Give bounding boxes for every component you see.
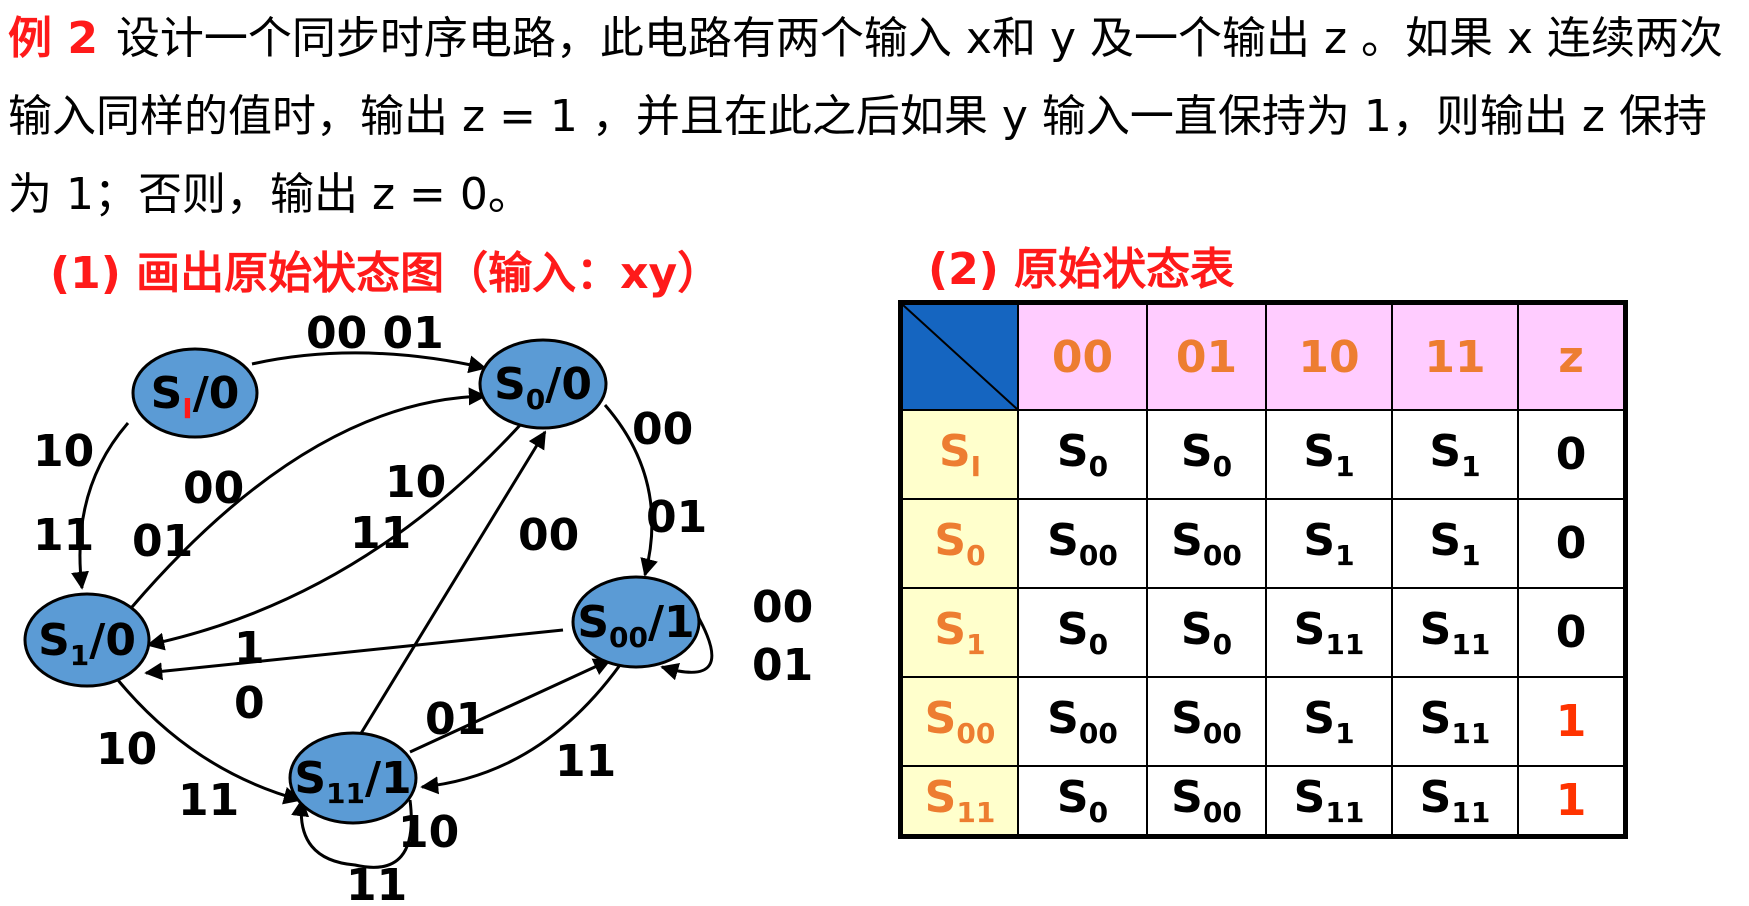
output-cell: 1 [1517,765,1627,837]
row-state: S1 [899,587,1019,678]
problem-text: 设计一个同步时序电路，此电路有两个输入 x和 y 及一个输出 z 。如果 x 连… [8,13,1724,220]
next-state-cell: S11 [1391,765,1519,837]
edge-label: 10 [398,807,459,858]
next-state-cell: S00 [1146,676,1267,767]
edge-label: 01 [425,694,486,745]
svg-text:SI/0: SI/0 [151,368,240,425]
edge-label: 00 [518,510,579,561]
edge-s11-self [291,798,413,869]
edge-label: 10 [385,457,446,508]
edge-s11-s00 [409,658,612,754]
edge-si-s1 [71,422,130,590]
edge-label: 01 [132,516,193,567]
output-cell: 0 [1517,587,1627,678]
edge-label: 11 [350,508,411,559]
next-state-cell: S00 [1017,498,1148,589]
table-row: SI S0 S0 S1 S1 0 [899,409,1627,500]
edge-labels: 00 01 10 11 00 01 10 11 00 00 01 00 01 1… [33,308,813,906]
svg-text:S0/0: S0/0 [494,359,592,416]
edge-s00-self [660,612,714,681]
edge-s00-s1 [144,628,564,681]
edge-label: 11 [33,510,94,561]
edge-s0-s1 [146,421,524,651]
row-state: S00 [899,676,1019,767]
svg-text:S1/0: S1/0 [38,615,136,672]
state-table: 00 01 10 11 z SI S0 S0 S1 S1 0 S0 S00 S0… [898,300,1628,839]
svg-text:S00/1: S00/1 [577,597,694,654]
row-state: S11 [899,765,1019,837]
state-node-s1: S1/0 [23,592,151,688]
next-state-cell: S1 [1391,498,1519,589]
example-tag: 例 2 [8,13,98,64]
next-state-cell: S11 [1265,587,1393,678]
edge-label: 01 [752,640,813,691]
row-state: S0 [899,498,1019,589]
next-state-cell: S1 [1265,409,1393,500]
edge-label: 00 [183,463,244,514]
edge-si-s0 [251,351,487,374]
edge-s11-s0 [358,430,547,736]
edge-label: 00 [752,582,813,633]
edge-label: 01 [646,492,707,543]
next-state-cell: S00 [1017,676,1148,767]
next-state-cell: S00 [1146,765,1267,837]
state-node-si: SI/0 [131,347,259,439]
row-state: SI [899,409,1019,500]
next-state-cell: S1 [1265,676,1393,767]
edge-label: 11 [178,775,239,826]
next-state-cell: S0 [1017,587,1148,678]
next-state-cell: S0 [1146,587,1267,678]
diagram-heading: (1) 画出原始状态图（输入：xy） [50,248,722,299]
output-cell: 0 [1517,498,1627,589]
edge-label: 10 [33,426,94,477]
next-state-cell: S0 [1017,409,1148,500]
next-state-cell: S0 [1017,765,1148,837]
state-diagram: SI/0 S0/0 S1/0 S00/1 S11/1 00 01 10 11 0… [23,308,813,906]
edge-label: 1 [234,623,265,674]
edge-label: 00 [632,404,693,455]
output-cell: 1 [1517,676,1627,767]
next-state-cell: S1 [1265,498,1393,589]
col-header: z [1517,301,1627,411]
next-state-cell: S1 [1391,409,1519,500]
edge-s1-s0 [130,387,487,608]
state-node-s00: S00/1 [571,575,701,669]
col-header: 01 [1146,301,1267,411]
table-row: S00 S00 S00 S1 S11 1 [899,676,1627,767]
edge-label: 10 [96,724,157,775]
table-row: S0 S00 S00 S1 S1 0 [899,498,1627,589]
col-header: 10 [1265,301,1393,411]
edge-label: 0 [234,678,265,729]
next-state-cell: S11 [1391,587,1519,678]
edge-s1-s11 [111,673,302,805]
edge-label: 11 [346,860,407,906]
next-state-cell: S0 [1146,409,1267,500]
table-row: S11 S0 S00 S11 S11 1 [899,765,1627,837]
svg-text:S11/1: S11/1 [294,753,411,810]
edge-s00-s11 [420,664,622,795]
edge-label: 00 01 [306,308,444,359]
col-header: 11 [1391,301,1519,411]
next-state-cell: S00 [1146,498,1267,589]
next-state-cell: S11 [1391,676,1519,767]
state-node-s0: S0/0 [478,338,608,430]
table-row: S1 S0 S0 S11 S11 0 [899,587,1627,678]
state-node-s11: S11/1 [288,731,418,825]
table-heading: (2) 原始状态表 [928,244,1235,295]
corner-cell [899,301,1019,411]
edge-label: 11 [555,736,616,787]
edge-s0-s00 [603,404,658,577]
col-header: 00 [1017,301,1148,411]
next-state-cell: S11 [1265,765,1393,837]
output-cell: 0 [1517,409,1627,500]
